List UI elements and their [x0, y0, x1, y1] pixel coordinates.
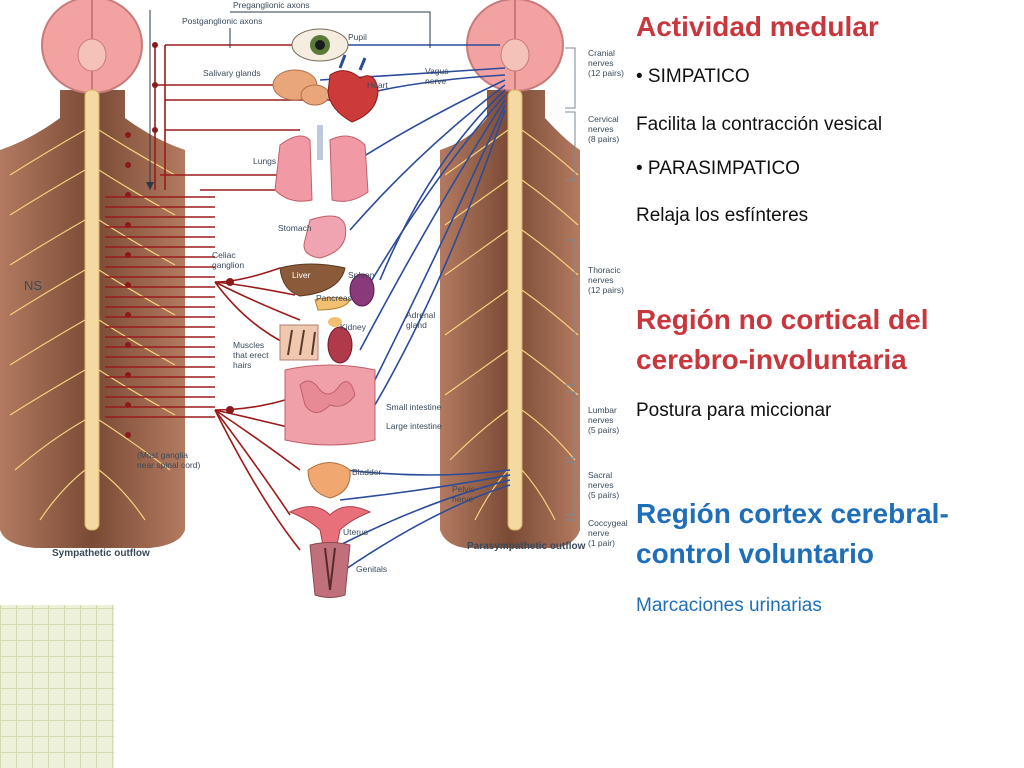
bladder-organ: [307, 462, 351, 499]
parasympathetic-figure: Parasympathetic outflow: [440, 0, 586, 552]
heart-label: Heart: [367, 80, 388, 90]
text-marcaciones-urinarias: Marcaciones urinarias: [636, 595, 822, 616]
heading-region-cortex-line1: Región cortex cerebral-: [636, 498, 949, 529]
sympathetic-outflow-label: Sympathetic outflow: [52, 548, 150, 559]
sympathetic-nerves: [105, 44, 330, 551]
large-intestine-label: Large intestine: [386, 421, 442, 431]
bullet-simpatico: • SIMPATICO: [636, 66, 750, 87]
kidney-organ: [327, 317, 353, 364]
postganglionic-axons-label: Postganglionic axons: [182, 16, 262, 26]
text-postura-miccionar: Postura para miccionar: [636, 400, 832, 421]
bullet-parasimpatico: • PARASIMPATICO: [636, 158, 800, 179]
spleen-label: Spleen: [348, 270, 375, 280]
pupil-label: Pupil: [348, 32, 367, 42]
stomach-label: Stomach: [278, 223, 312, 233]
celiac-ganglion-node: [226, 278, 234, 286]
eye-organ: [291, 28, 349, 62]
salivary-glands-organ: [272, 69, 330, 106]
spinal-cord-left: [84, 89, 100, 531]
hair-muscles-organ: [279, 324, 319, 361]
genitals-label: Genitals: [356, 564, 387, 574]
salivary-glands-label: Salivary glands: [203, 68, 261, 78]
heading-region-cortex-line2: control voluntario: [636, 538, 874, 569]
liver-organ: [279, 263, 346, 297]
autonomic-nervous-system-diagram: Sympathetic outflow Parasympathetic outf…: [0, 0, 628, 768]
heart-organ: [327, 54, 379, 123]
spinal-region-brackets: [565, 47, 576, 521]
bladder-label: Bladder: [352, 467, 381, 477]
small-intestine-label: Small intestine: [386, 402, 442, 412]
liver-label: Liver: [292, 270, 311, 280]
uterus-label: Uterus: [343, 527, 368, 537]
genitals-organ: [309, 542, 351, 598]
pancreas-label: Pancreas: [316, 293, 352, 303]
preganglionic-axons-label: Preganglionic axons: [233, 0, 310, 10]
heading-region-no-cortical-line1: Región no cortical del: [636, 304, 929, 335]
ns-label: NS: [24, 278, 42, 293]
parasympathetic-nerves: [319, 44, 511, 581]
intestines-organ: [284, 364, 376, 446]
spinal-cord-right: [507, 89, 523, 531]
text-contraccion-vesical: Facilita la contracción vesical: [636, 114, 883, 135]
stomach-organ: [303, 215, 347, 259]
lungs-organ: [274, 125, 369, 202]
uterus-organ: [288, 506, 372, 556]
text-relaja-esfinteres: Relaja los esfínteres: [636, 205, 809, 226]
heading-actividad-medular: Actividad medular: [636, 11, 879, 42]
heading-region-no-cortical-line2: cerebro-involuntaria: [636, 344, 907, 375]
lungs-label: Lungs: [253, 156, 276, 166]
sympathetic-figure: Sympathetic outflow: [0, 0, 185, 559]
pancreas-organ: [314, 297, 351, 311]
kidney-label: Kidney: [340, 322, 367, 332]
spleen-organ: [349, 273, 375, 307]
parasympathetic-outflow-label: Parasympathetic outflow: [467, 541, 586, 552]
decorative-grid-tile: [0, 605, 114, 768]
